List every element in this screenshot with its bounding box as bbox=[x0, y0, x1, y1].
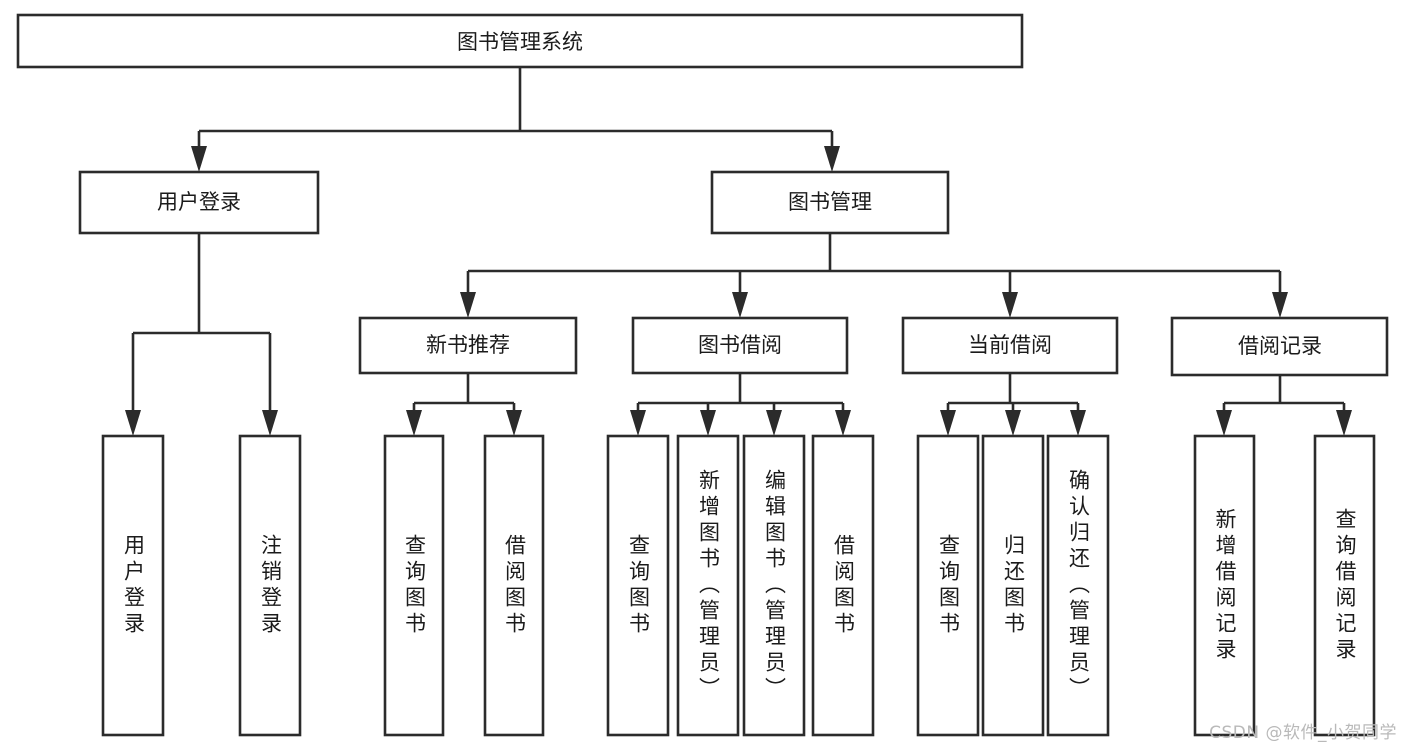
edges-new-book-to-leaves bbox=[406, 373, 522, 436]
node-user-login-label: 用户登录 bbox=[157, 190, 241, 214]
node-user-login[interactable]: 用户登录 bbox=[78, 170, 320, 235]
leaf-box-new-book-1[interactable] bbox=[483, 434, 545, 737]
edges-book-management-to-level2 bbox=[460, 233, 1288, 318]
leaf-box-book-borrow-3[interactable] bbox=[811, 434, 875, 737]
leaf-box-current-borrow-1[interactable] bbox=[981, 434, 1045, 737]
edges-borrow-record-to-leaves bbox=[1216, 375, 1352, 436]
leaf-box-user-login-1[interactable] bbox=[238, 434, 302, 737]
node-new-book-recommend[interactable]: 新书推荐 bbox=[358, 316, 578, 375]
node-book-borrow-label: 图书借阅 bbox=[698, 333, 782, 357]
leaf-box-borrow-record-0[interactable] bbox=[1193, 434, 1256, 737]
node-borrow-record-label: 借阅记录 bbox=[1238, 334, 1322, 358]
leaf-box-borrow-record-1[interactable] bbox=[1313, 434, 1376, 737]
leaf-box-book-borrow-2[interactable] bbox=[742, 434, 806, 737]
leaf-box-book-borrow-1[interactable] bbox=[676, 434, 740, 737]
leaf-box-new-book-0[interactable] bbox=[383, 434, 445, 737]
leaf-box-user-login-0[interactable] bbox=[101, 434, 165, 737]
node-root-system[interactable]: 图书管理系统 bbox=[16, 13, 1024, 69]
leaf-box-current-borrow-0[interactable] bbox=[916, 434, 980, 737]
node-borrow-record[interactable]: 借阅记录 bbox=[1170, 316, 1389, 377]
leaf-box-current-borrow-2[interactable] bbox=[1046, 434, 1110, 737]
node-root-label: 图书管理系统 bbox=[457, 30, 583, 54]
node-book-management[interactable]: 图书管理 bbox=[710, 170, 950, 235]
edges-root-to-level1 bbox=[191, 67, 840, 172]
node-book-management-label: 图书管理 bbox=[788, 190, 872, 214]
node-current-borrow-label: 当前借阅 bbox=[968, 333, 1052, 357]
node-book-borrow[interactable]: 图书借阅 bbox=[631, 316, 849, 375]
csdn-watermark: CSDN @软件_小贺同学 bbox=[1209, 723, 1397, 743]
leaf-box-book-borrow-0[interactable] bbox=[606, 434, 670, 737]
edges-book-borrow-to-leaves bbox=[630, 373, 851, 436]
node-current-borrow[interactable]: 当前借阅 bbox=[901, 316, 1119, 375]
edges-user-login-to-leaves bbox=[125, 233, 278, 436]
edges-current-borrow-to-leaves bbox=[940, 373, 1086, 436]
node-new-book-recommend-label: 新书推荐 bbox=[426, 333, 510, 357]
